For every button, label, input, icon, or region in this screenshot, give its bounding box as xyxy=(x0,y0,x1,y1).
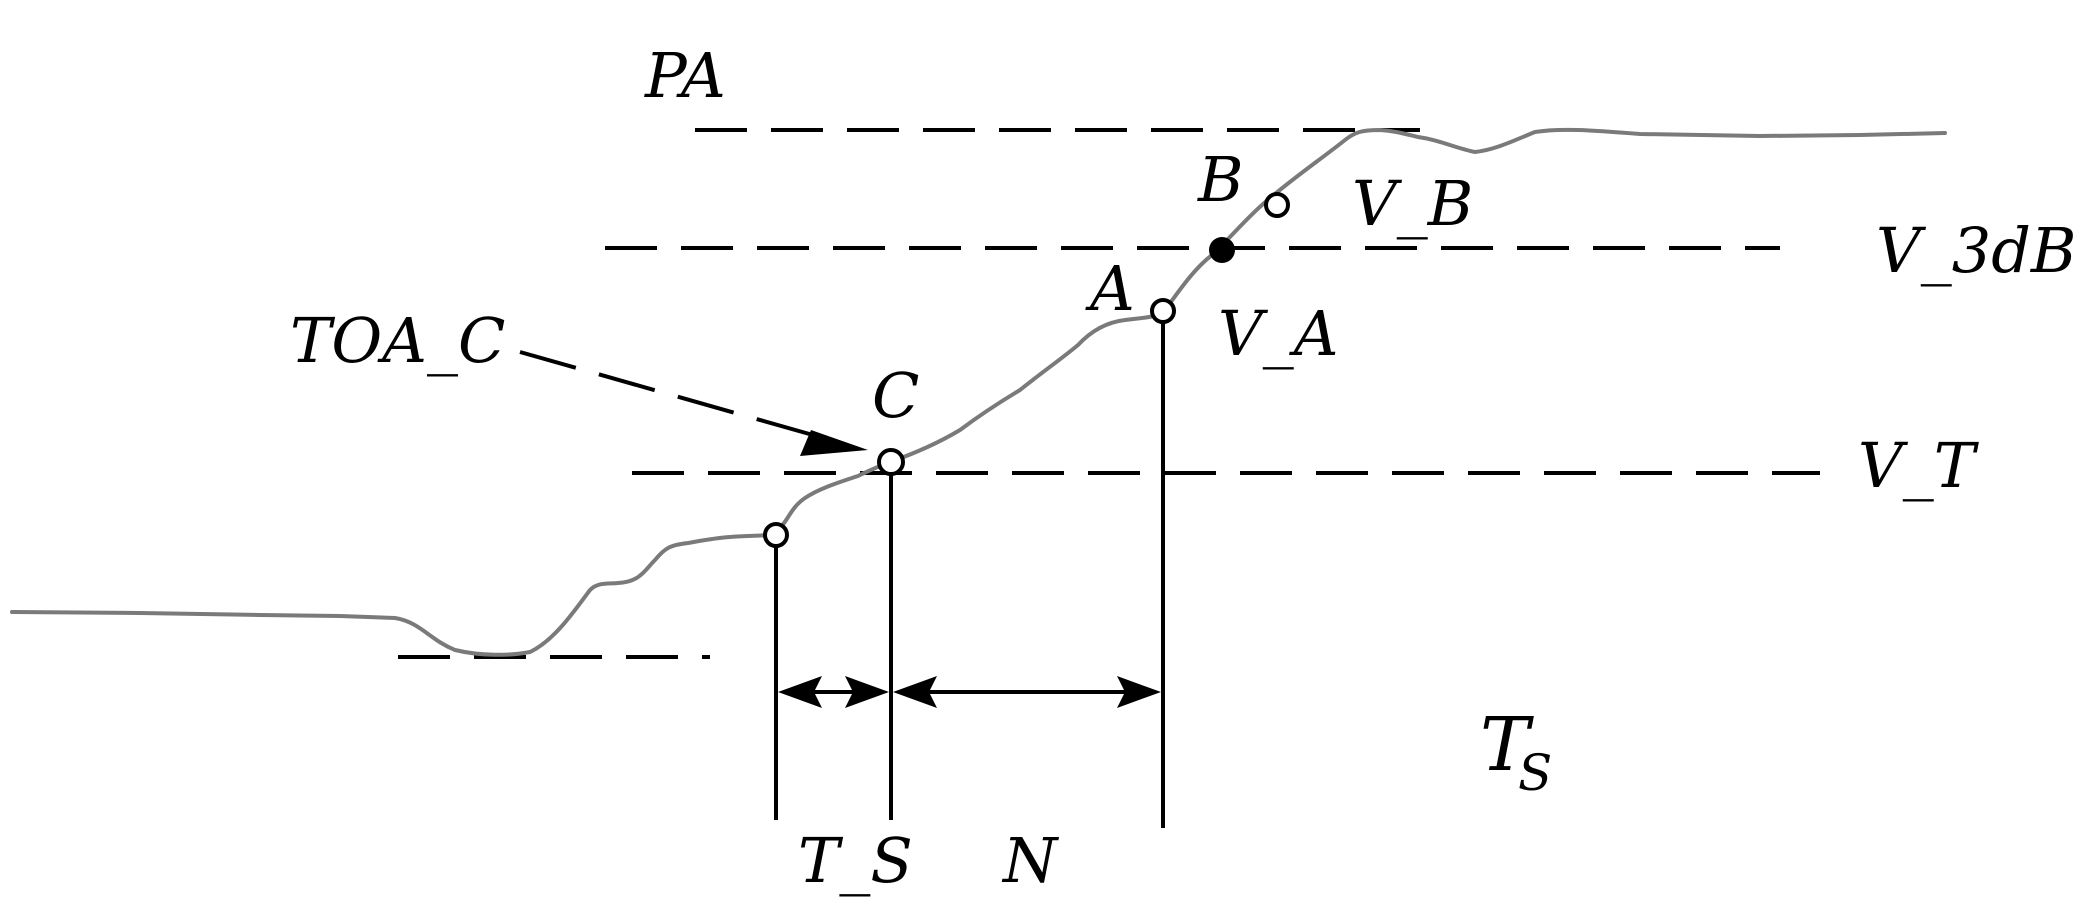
vt-label: V_T xyxy=(1858,429,1980,502)
signal-waveform xyxy=(10,127,1947,657)
vb-label: V_B xyxy=(1352,167,1473,240)
v3db-label: V_3dB xyxy=(1876,214,2076,287)
pa-label: PA xyxy=(644,39,726,112)
n-arrowhead-right xyxy=(1117,676,1161,708)
point-b-marker xyxy=(1264,192,1290,218)
first-sample-marker xyxy=(763,522,789,548)
va-label: V_A xyxy=(1218,297,1339,370)
n-interval-label: N xyxy=(1001,824,1060,897)
t-s-arrowhead-right xyxy=(845,676,889,708)
point-a-label: A xyxy=(1085,252,1135,325)
point-b-label: B xyxy=(1197,143,1244,216)
v3db-crossing-dot xyxy=(1209,237,1235,263)
t-s-interval-label: T_S xyxy=(798,824,913,897)
toa-c-pointer-line xyxy=(519,350,821,439)
t-s-arrowhead-left xyxy=(778,676,822,708)
point-c-label: C xyxy=(872,359,919,432)
ts-subscript-label: S xyxy=(1518,744,1552,802)
n-arrowhead-left xyxy=(893,676,937,708)
point-a-marker xyxy=(1150,298,1176,324)
toa-c-pointer-arrowhead xyxy=(800,430,868,456)
ts-main-label: T xyxy=(1480,702,1534,788)
toa-c-label: TOA_C xyxy=(290,304,505,377)
point-c-marker xyxy=(877,448,905,476)
